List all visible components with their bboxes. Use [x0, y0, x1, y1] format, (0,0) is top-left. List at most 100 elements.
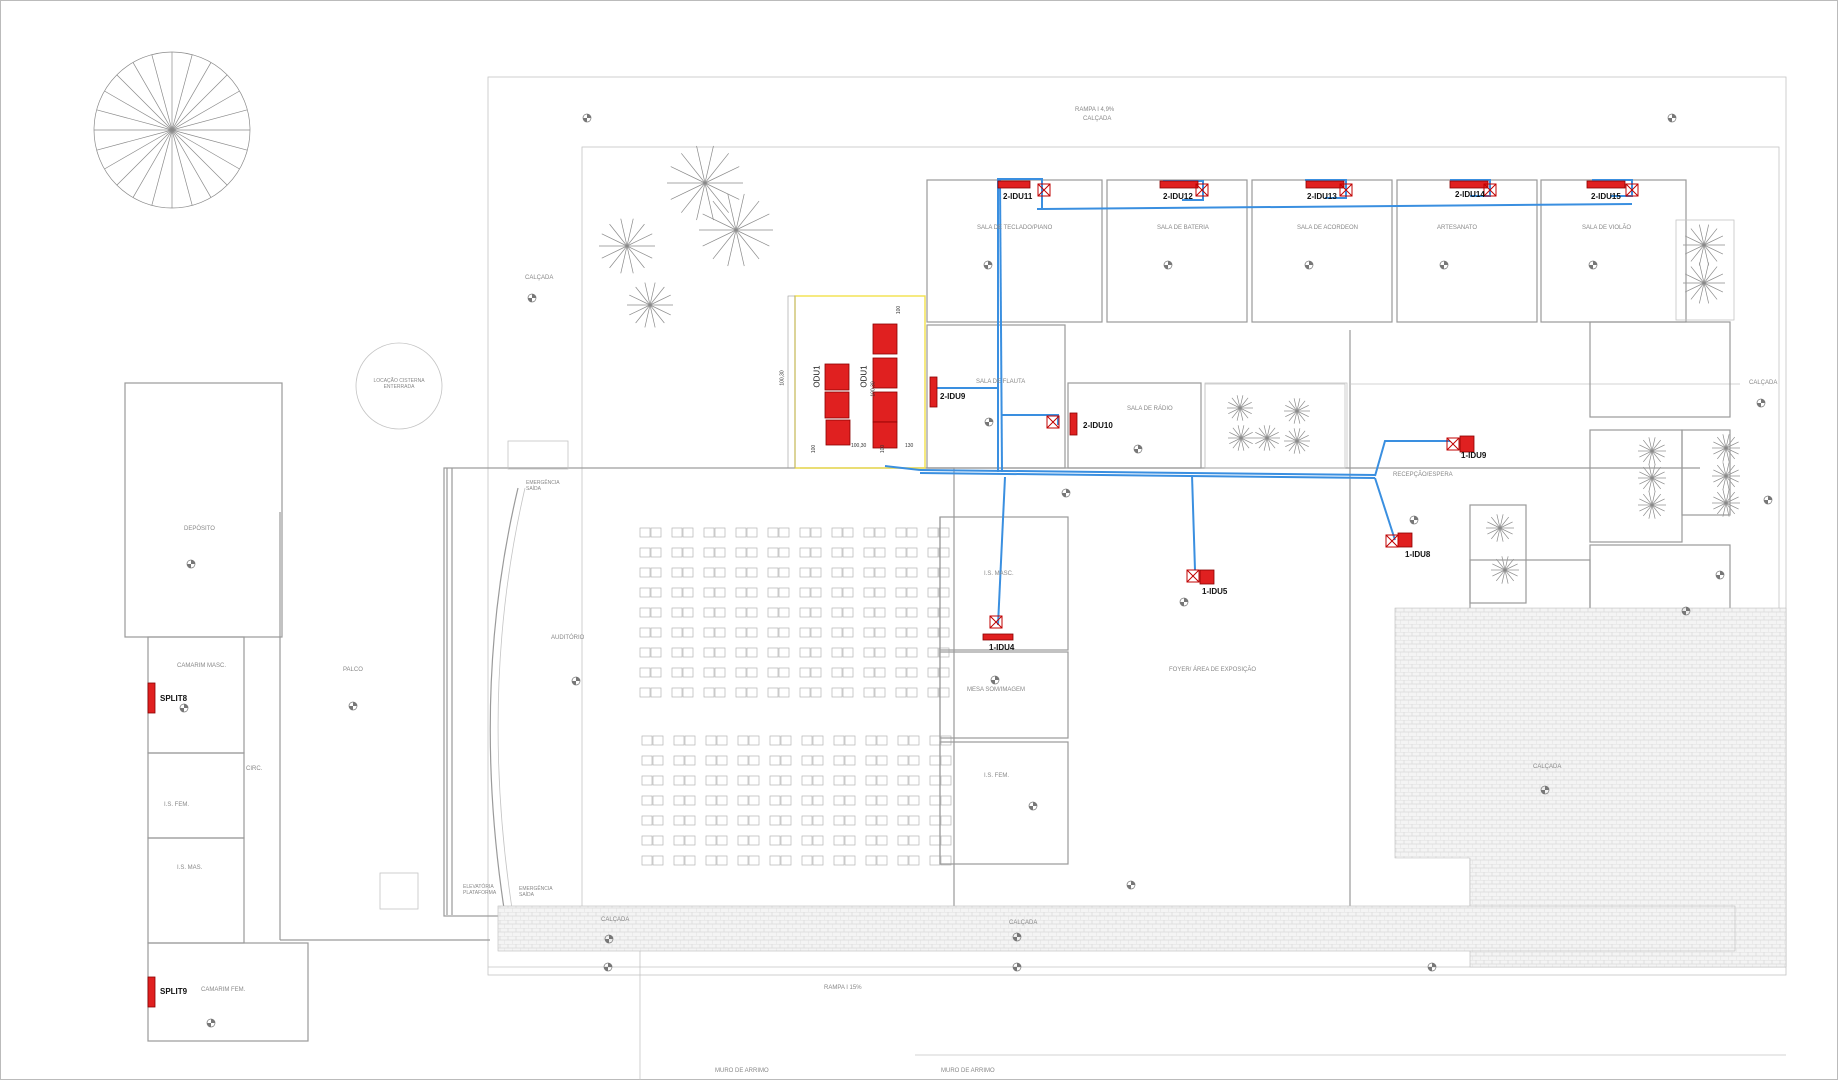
seat [682, 547, 694, 558]
seat [929, 835, 941, 846]
seat [673, 795, 685, 806]
paving [497, 607, 1787, 968]
seat [812, 855, 824, 866]
crossed-marker [1037, 183, 1051, 197]
seat [908, 795, 920, 806]
seat [684, 855, 696, 866]
level-marker [527, 293, 537, 303]
seat [812, 815, 824, 826]
seat [769, 855, 781, 866]
seat [799, 567, 811, 578]
level-marker [984, 417, 994, 427]
level-marker [1763, 495, 1773, 505]
level-marker [1540, 785, 1550, 795]
seat [895, 687, 907, 698]
seat [705, 735, 717, 746]
seat [703, 607, 715, 618]
seat [737, 795, 749, 806]
seat [831, 627, 843, 638]
seat [842, 567, 854, 578]
seat [748, 795, 760, 806]
seat [714, 587, 726, 598]
seat [874, 627, 886, 638]
seat [799, 587, 811, 598]
seat [799, 607, 811, 618]
seat [908, 755, 920, 766]
seat [938, 587, 950, 598]
seat [810, 547, 822, 558]
tree-icon [1638, 491, 1666, 519]
seat [682, 647, 694, 658]
refrigerant-piping [884, 178, 1633, 626]
seat [940, 775, 952, 786]
outdoor-units [824, 323, 898, 449]
seat [703, 547, 715, 558]
seat [908, 835, 920, 846]
seat [639, 667, 651, 678]
seat [810, 567, 822, 578]
seat [895, 527, 907, 538]
seat [799, 667, 811, 678]
seat [767, 567, 779, 578]
seat [895, 587, 907, 598]
seat [639, 607, 651, 618]
seat [863, 547, 875, 558]
indoor-units [147, 180, 1626, 1008]
seat [682, 607, 694, 618]
seat [767, 647, 779, 658]
seat [938, 667, 950, 678]
seat [671, 527, 683, 538]
seat [938, 607, 950, 618]
seat [748, 755, 760, 766]
seat [927, 587, 939, 598]
seat [652, 735, 664, 746]
seat [652, 775, 664, 786]
seat [735, 547, 747, 558]
seat [650, 687, 662, 698]
level-marker [348, 701, 358, 711]
seat [938, 627, 950, 638]
seat [748, 855, 760, 866]
seat [746, 527, 758, 538]
seat [876, 795, 888, 806]
seat [906, 627, 918, 638]
seat [908, 855, 920, 866]
seat [769, 775, 781, 786]
seat [652, 815, 664, 826]
level-marker [1439, 260, 1449, 270]
seat [682, 527, 694, 538]
seat [705, 815, 717, 826]
seat [716, 735, 728, 746]
seat [895, 567, 907, 578]
seat [682, 567, 694, 578]
seat [799, 647, 811, 658]
seat [778, 587, 790, 598]
seat [833, 815, 845, 826]
seat [641, 755, 653, 766]
level-marker [179, 703, 189, 713]
seat [650, 567, 662, 578]
seat [778, 567, 790, 578]
seat [940, 815, 952, 826]
seat [810, 627, 822, 638]
seat [927, 627, 939, 638]
seat [641, 775, 653, 786]
tree-icon [1227, 395, 1253, 421]
seat [833, 775, 845, 786]
seat [831, 667, 843, 678]
tree-icon [1712, 489, 1740, 517]
seat [737, 735, 749, 746]
level-marker [1126, 880, 1136, 890]
seat [874, 647, 886, 658]
seat [650, 527, 662, 538]
seat [716, 835, 728, 846]
seat [895, 667, 907, 678]
seat [897, 755, 909, 766]
level-marker [1681, 606, 1691, 616]
seat [906, 647, 918, 658]
tree-icon [1638, 464, 1666, 492]
seat [863, 687, 875, 698]
seat [927, 687, 939, 698]
seat [714, 667, 726, 678]
